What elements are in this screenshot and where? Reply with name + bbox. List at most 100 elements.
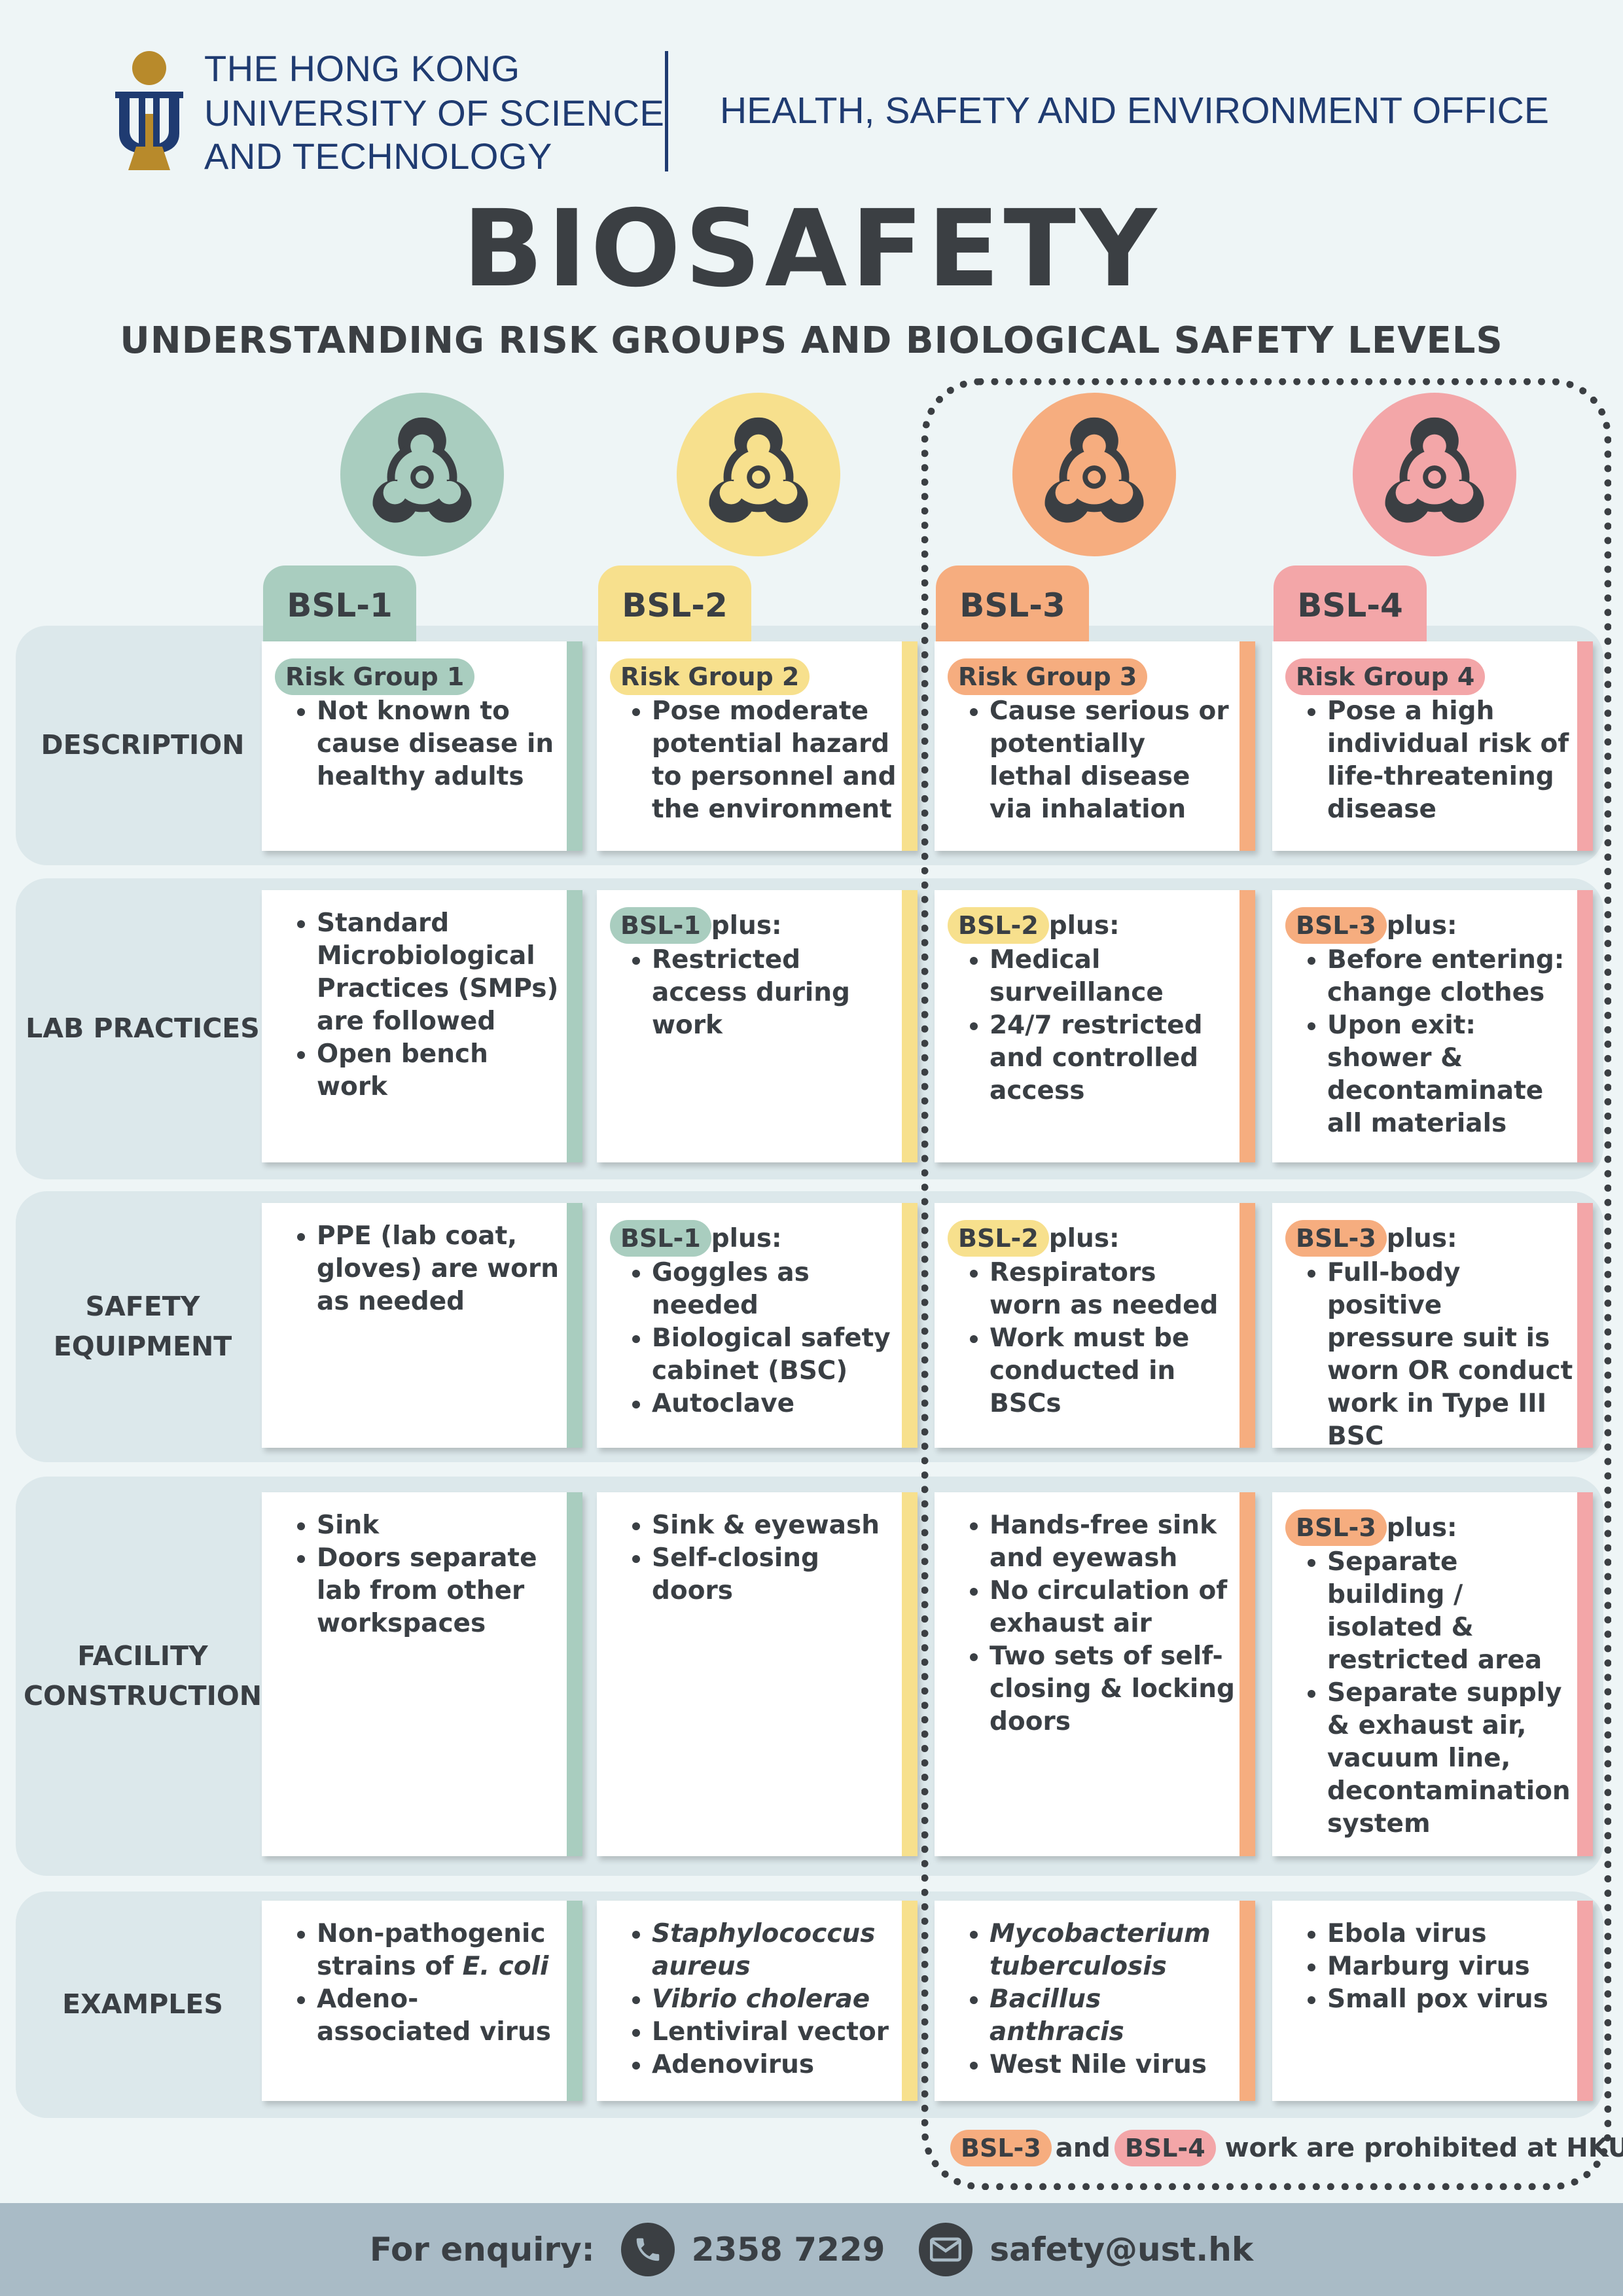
hazard-circle-bsl3 [1012, 393, 1176, 556]
level-pill: BSL-2 [948, 1220, 1049, 1257]
level-pill: Risk Group 3 [948, 658, 1148, 695]
bullet-text: Staphylococcus aureus [652, 1919, 876, 1981]
cell-accent-stripe [567, 641, 582, 851]
bullet-item: Marburg virus [1327, 1950, 1573, 1983]
cell-accent-stripe [1577, 641, 1593, 851]
cell-facility-construction-bsl2: Sink & eyewashSelf-closing doors [597, 1492, 918, 1856]
level-pill: Risk Group 1 [275, 658, 475, 695]
cell-description-bsl2: Risk Group 2Pose moderate potential haza… [597, 641, 918, 851]
cell-accent-stripe [567, 1203, 582, 1448]
phone-number[interactable]: 2358 7229 [691, 2231, 885, 2269]
bullet-item: Hands-free sink and eyewash [990, 1509, 1236, 1575]
bullet-item: Small pox virus [1327, 1983, 1573, 2016]
hazard-circle-bsl2 [677, 393, 840, 556]
bullet-emphasis: E. coli [462, 1952, 549, 1981]
bullet-list: Not known to cause disease in healthy ad… [275, 695, 563, 793]
bullet-text: Two sets of self-closing & locking doors [990, 1641, 1235, 1736]
bullet-item: Autoclave [652, 1388, 898, 1420]
bullet-item: Sink [317, 1509, 563, 1542]
cell-accent-stripe [1577, 890, 1593, 1162]
bullet-item: Respirators worn as needed [990, 1257, 1236, 1322]
bullet-text: Upon exit: shower & decontaminate all ma… [1327, 1011, 1544, 1138]
bullet-text: Ebola virus [1327, 1919, 1487, 1948]
cell-accent-stripe [902, 1901, 918, 2101]
bullet-item: Non-pathogenic strains of E. coli [317, 1918, 563, 1983]
bullet-item: Separate building / isolated & restricte… [1327, 1546, 1573, 1677]
level-pill: BSL-1 [610, 907, 711, 944]
email-address[interactable]: safety@ust.hk [990, 2231, 1254, 2269]
bullet-list: Sink & eyewashSelf-closing doors [610, 1509, 898, 1607]
cell-accent-stripe [1240, 890, 1255, 1162]
cell-header-line: Risk Group 4 [1285, 658, 1573, 695]
bullet-text: Goggles as needed [652, 1258, 810, 1320]
bullet-item: Adenovirus [652, 2049, 898, 2081]
envelope-icon [919, 2223, 973, 2276]
university-name-line-1: THE HONG KONG [204, 48, 520, 89]
note-pill-bsl3: BSL-3 [950, 2130, 1052, 2166]
row-label-lab-practices: LAB PRACTICES [26, 1013, 260, 1045]
row-label-facility-construction: FACILITY CONSTRUCTION [23, 1640, 262, 1712]
bullet-list: Pose moderate potential hazard to person… [610, 695, 898, 826]
bullet-item: Medical surveillance [990, 944, 1236, 1009]
bullet-text: West Nile virus [990, 2050, 1207, 2079]
bullet-list: Respirators worn as neededWork must be c… [948, 1257, 1236, 1420]
bullet-list: Medical surveillance24/7 restricted and … [948, 944, 1236, 1107]
level-pill: BSL-3 [1285, 907, 1387, 944]
cell-facility-construction-bsl1: SinkDoors separate lab from other worksp… [262, 1492, 582, 1856]
level-pill: Risk Group 2 [610, 658, 810, 695]
tab-bsl-2: BSL-2 [598, 565, 751, 644]
bullet-list: Restricted access during work [610, 944, 898, 1042]
bullet-item: Bacillus anthracis [990, 1983, 1236, 2049]
bullet-list: Cause serious or potentially lethal dise… [948, 695, 1236, 826]
restricted-levels-frame [921, 378, 1611, 2190]
bullet-item: Doors separate lab from other workspaces [317, 1542, 563, 1640]
bullet-text: Marburg virus [1327, 1952, 1530, 1981]
bullet-text: 24/7 restricted and controlled access [990, 1011, 1203, 1105]
bullet-text: Sink [317, 1511, 380, 1540]
bullet-item: 24/7 restricted and controlled access [990, 1009, 1236, 1107]
level-pill: Risk Group 4 [1285, 658, 1486, 695]
cell-description-bsl1: Risk Group 1Not known to cause disease i… [262, 641, 582, 851]
cell-description-bsl3: Risk Group 3Cause serious or potentially… [935, 641, 1255, 851]
bullet-item: Biological safety cabinet (BSC) [652, 1322, 898, 1388]
bullet-item: Open bench work [317, 1038, 563, 1103]
bullet-text: Pose a high individual risk of life-thre… [1327, 696, 1569, 824]
bullet-item: Upon exit: shower & decontaminate all ma… [1327, 1009, 1573, 1140]
hazard-circle-bsl4 [1353, 393, 1516, 556]
cell-accent-stripe [902, 1203, 918, 1448]
bullet-list: Hands-free sink and eyewashNo circulatio… [948, 1509, 1236, 1738]
cell-accent-stripe [567, 1901, 582, 2101]
tab-bsl-3: BSL-3 [936, 565, 1089, 644]
note-text: work are prohibited at HKUST [1224, 2133, 1623, 2163]
cell-examples-bsl4: Ebola virusMarburg virusSmall pox virus [1272, 1901, 1593, 2101]
bullet-item: Pose a high individual risk of life-thre… [1327, 695, 1573, 826]
bullet-item: Mycobacterium tuberculosis [990, 1918, 1236, 1983]
university-name-line-3: AND TECHNOLOGY [204, 135, 552, 177]
bullet-list: Goggles as neededBiological safety cabin… [610, 1257, 898, 1420]
footer: For enquiry: 2358 7229 safety@ust.hk [0, 2203, 1623, 2296]
bullet-text: Restricted access during work [652, 945, 850, 1040]
bullet-item: Two sets of self-closing & locking doors [990, 1640, 1236, 1738]
bullet-text: Biological safety cabinet (BSC) [652, 1323, 891, 1386]
row-label-safety-equipment: SAFETY EQUIPMENT [53, 1290, 232, 1363]
bullet-text: Sink & eyewash [652, 1511, 880, 1540]
bullet-text: Work must be conducted in BSCs [990, 1323, 1190, 1418]
bullet-list: Pose a high individual risk of life-thre… [1285, 695, 1573, 826]
row-label-description: DESCRIPTION [41, 729, 245, 761]
cell-facility-construction-bsl3: Hands-free sink and eyewashNo circulatio… [935, 1492, 1255, 1856]
bullet-item: Self-closing doors [652, 1542, 898, 1607]
cell-accent-stripe [902, 890, 918, 1162]
bullet-text: PPE (lab coat, gloves) are worn as neede… [317, 1221, 559, 1316]
page-subtitle: UNDERSTANDING RISK GROUPS AND BIOLOGICAL… [120, 319, 1503, 362]
bullet-text: Doors separate lab from other workspaces [317, 1543, 537, 1638]
cell-description-bsl4: Risk Group 4Pose a high individual risk … [1272, 641, 1593, 851]
